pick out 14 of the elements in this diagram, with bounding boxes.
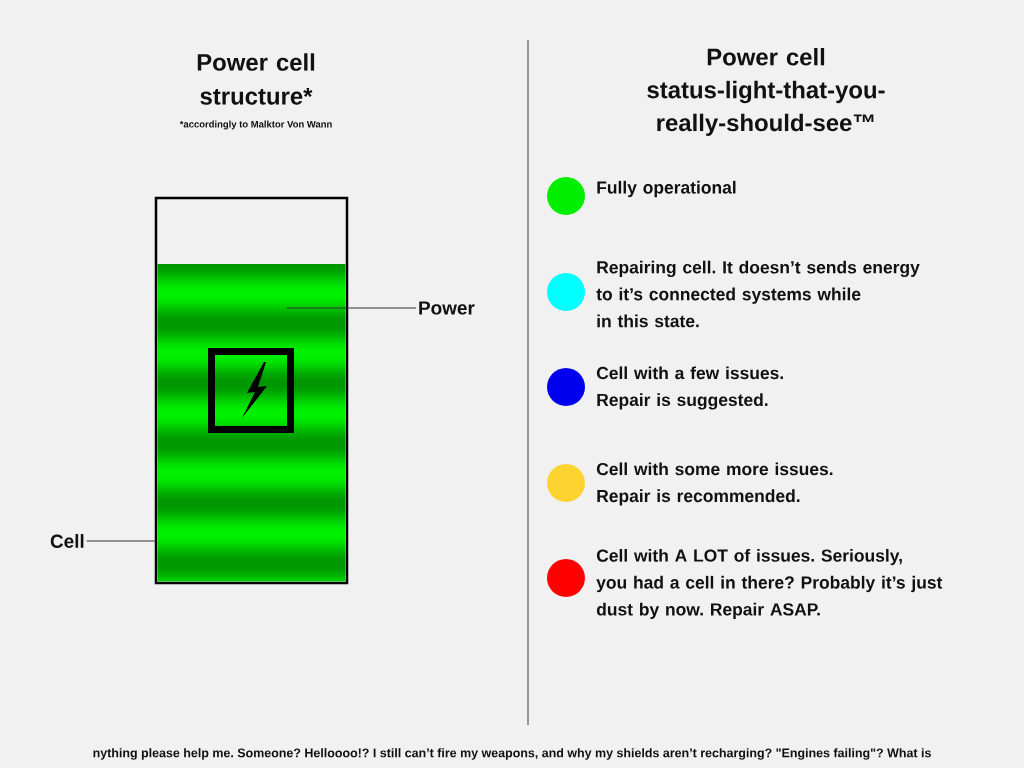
- legend-label: Cell with A LOT of issues. Seriously, you had a cell in there? Probably it’s just dust by now. Repair ASAP.: [596, 548, 943, 620]
- leader-line: [286, 307, 417, 309]
- heading: Power cell status-light-that-you-really-should-see™: [647, 48, 885, 136]
- legend-label: Cell with a few issues. Repair is suggested.: [596, 366, 783, 410]
- footer-text: nything please help me. Someone? Helloooo!? I still can’t fire my weapons, and why my shields aren’t recharging? "Engines failing"? What is: [93, 748, 931, 760]
- heading: Power cell structure*: [197, 53, 315, 105]
- power-fill: [157, 264, 346, 582]
- leader-line: [86, 540, 157, 542]
- legend-label: Repairing cell. It doesn’t sends energy to it’s connected systems while in this state.: [596, 260, 920, 328]
- legend-label: Fully operational: [597, 180, 736, 198]
- footnote: *accordingly to Malktor Von Wann: [179, 120, 332, 130]
- callout-label: Cell: [50, 534, 84, 548]
- legend-label: Cell with some more issues. Repair is recommended.: [596, 462, 833, 506]
- callout-label: Power: [419, 301, 475, 315]
